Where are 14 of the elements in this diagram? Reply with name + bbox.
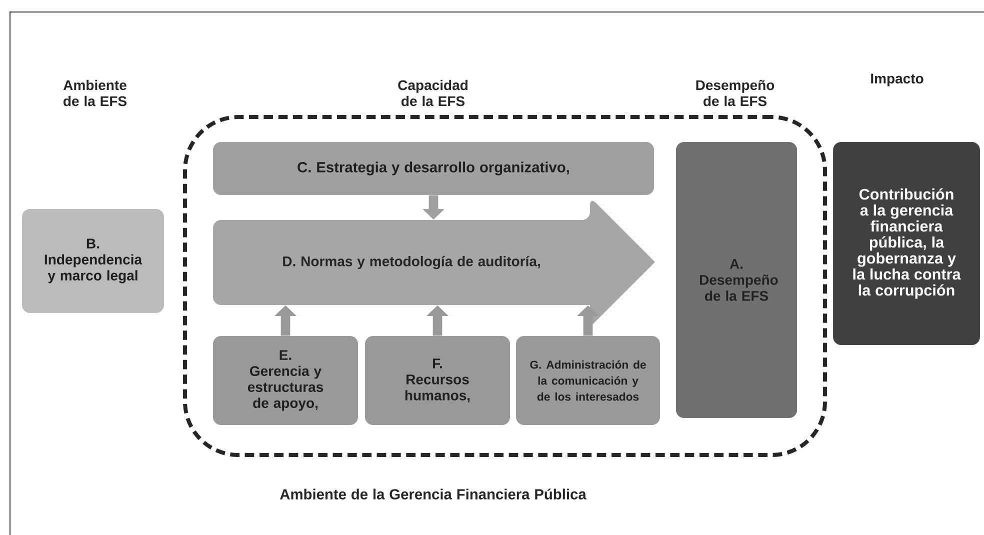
column-heading: Ambiente de la EFS [63,80,126,106]
process-box: G. Administración de la comunicación y de los interesados [516,336,660,426]
footer-label: Ambiente de la Gerencia Financiera Pública [280,488,586,500]
process-box: A. Desempeño de la EFS [676,142,798,418]
process-box: B. Independencia y marco legal [22,209,164,313]
column-heading: Capacidad de la EFS [398,80,468,106]
column-heading: Impacto [871,74,924,86]
process-box: C. Estrategia y desarrollo organizativo, [212,142,654,196]
dashed-boundary [183,115,827,457]
process-box: F. Recursos humanos, [364,336,510,426]
pointed-process-box: D. Normas y metodología de auditoría, [213,200,655,327]
column-heading: Desempeño de la EFS [696,80,774,106]
process-box: E. Gerencia y estructuras de apoyo, [212,336,358,426]
process-box: Contribución a la gerencia financiera pública, la gobernanza y la lucha contra la corrupción [833,142,980,345]
